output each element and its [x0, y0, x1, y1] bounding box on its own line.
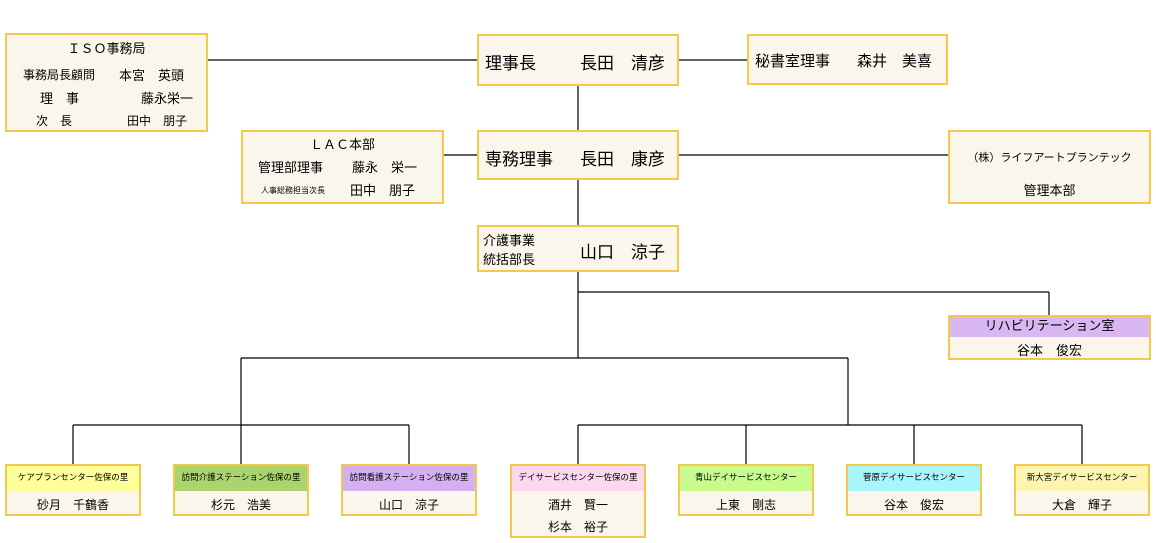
center-sugahara-name: 谷本 俊宏 [883, 498, 944, 512]
rehab-box: リハビリテーション室 谷本 俊宏 [948, 315, 1151, 360]
center-careplan-header: ケアプランセンター佐保の里 [7, 466, 139, 491]
lac-name-manager: 藤永 栄一 [352, 161, 418, 176]
secretary-name: 森井 美喜 [857, 52, 933, 70]
center-homecare-header: 訪問介護ステーション佐保の里 [175, 466, 307, 491]
center-shinomiya-name: 大倉 輝子 [1051, 498, 1112, 512]
center-sugahara-header: 菅原デイサービスセンター [848, 466, 980, 491]
lac-role-manager: 管理部理事 [258, 161, 324, 176]
executive-role: 専務理事 [485, 150, 553, 170]
iso-name-director: 藤永栄一 [141, 92, 194, 107]
lac-role-hr: 人事総務担当次長 [261, 186, 325, 195]
center-nursing-name: 山口 涼子 [378, 498, 439, 512]
center-aoyama-header: 青山デイサービスセンター [680, 466, 812, 491]
iso-office-box: ＩＳＯ事務局 事務局長顧問 本宮 英頭 理 事 藤永栄一 次 長 田中 朋子 [5, 33, 208, 132]
lifeart-company: （株）ライフアートプランテック [967, 151, 1132, 164]
iso-name-deputy: 田中 朋子 [127, 114, 188, 128]
iso-role-advisor: 事務局長顧問 [23, 68, 96, 82]
center-careplan-name: 砂月 千鶴香 [36, 498, 109, 512]
center-homecare-name: 杉元 浩美 [210, 498, 271, 512]
chairman-box: 理事長 長田 清彦 [477, 34, 679, 86]
iso-name-advisor: 本宮 英頭 [119, 69, 185, 84]
rehab-name: 谷本 俊宏 [1016, 344, 1082, 359]
iso-role-deputy: 次 長 [36, 114, 73, 128]
center-dayservice-sahonosato-box: デイサービスセンター佐保の里 酒井 賢一 杉本 裕子 [510, 464, 646, 538]
care-role-line1: 介護事業 [483, 234, 536, 249]
center-nursing-box: 訪問看護ステーション佐保の里 山口 涼子 [341, 464, 477, 516]
center-dayservice-sahonosato-header: デイサービスセンター佐保の里 [512, 466, 644, 491]
center-aoyama-box: 青山デイサービスセンター 上東 剛志 [678, 464, 814, 516]
center-nursing-header: 訪問看護ステーション佐保の里 [343, 466, 475, 491]
center-shinomiya-header: 新大宮デイサービスセンター [1016, 466, 1148, 491]
center-aoyama-name: 上東 剛志 [715, 498, 776, 512]
center-dayservice-sahonosato-name-1: 酒井 賢一 [547, 498, 608, 512]
lifeart-dept: 管理本部 [1023, 184, 1076, 199]
lac-hq-box: ＬＡＣ本部 管理部理事 藤永 栄一 人事総務担当次長 田中 朋子 [241, 130, 444, 204]
care-manager-box: 介護事業 統括部長 山口 涼子 [477, 225, 679, 272]
center-dayservice-sahonosato-name-2: 杉本 裕子 [547, 520, 608, 534]
iso-role-director: 理 事 [40, 92, 80, 107]
center-sugahara-box: 菅原デイサービスセンター 谷本 俊宏 [846, 464, 982, 516]
care-role-line2: 統括部長 [483, 253, 536, 268]
executive-director-box: 専務理事 長田 康彦 [477, 130, 679, 180]
center-careplan-box: ケアプランセンター佐保の里 砂月 千鶴香 [5, 464, 141, 516]
lac-name-hr: 田中 朋子 [350, 184, 416, 199]
center-shinomiya-box: 新大宮デイサービスセンター 大倉 輝子 [1014, 464, 1150, 516]
lac-title: ＬＡＣ本部 [309, 138, 375, 153]
iso-title: ＩＳＯ事務局 [67, 42, 146, 57]
lifeart-box: （株）ライフアートプランテック 管理本部 [948, 130, 1151, 204]
chairman-role: 理事長 [485, 54, 536, 74]
chairman-name: 長田 清彦 [580, 54, 665, 74]
care-name: 山口 涼子 [580, 243, 665, 263]
rehab-header: リハビリテーション室 [950, 317, 1149, 337]
executive-name: 長田 康彦 [580, 150, 665, 170]
secretary-box: 秘書室理事 森井 美喜 [747, 34, 948, 85]
secretary-role: 秘書室理事 [755, 52, 831, 70]
center-homecare-box: 訪問介護ステーション佐保の里 杉元 浩美 [173, 464, 309, 516]
